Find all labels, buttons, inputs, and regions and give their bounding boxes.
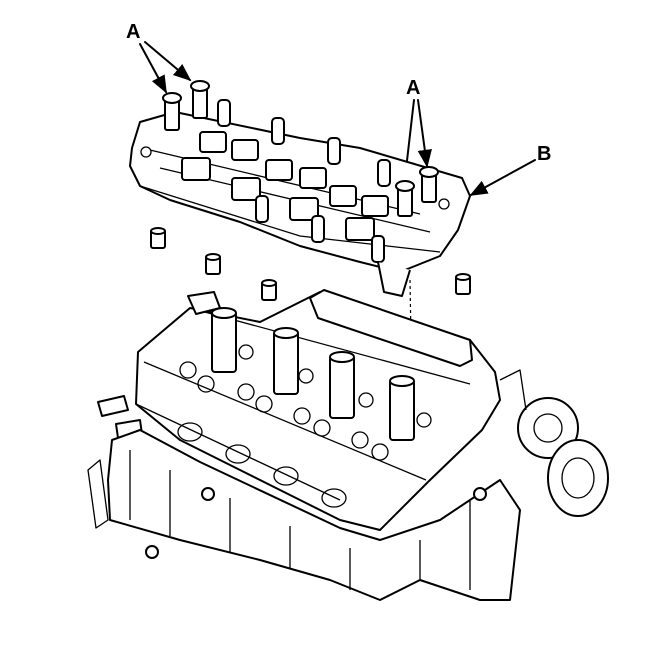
engine-block <box>87 429 521 601</box>
arrow-icon <box>139 43 167 94</box>
arrow-icon <box>417 99 432 168</box>
cam-pulley <box>499 369 609 517</box>
rocker-bolts <box>162 80 439 217</box>
label-a-right: A <box>406 77 420 99</box>
label-b: B <box>537 143 551 165</box>
arrow-icon <box>469 159 536 196</box>
leader-arrows <box>139 41 536 196</box>
cylinder-head <box>97 289 501 531</box>
label-a-left: A <box>126 21 140 43</box>
rocker-arm-assembly <box>129 99 471 297</box>
arrow-icon <box>144 41 192 82</box>
